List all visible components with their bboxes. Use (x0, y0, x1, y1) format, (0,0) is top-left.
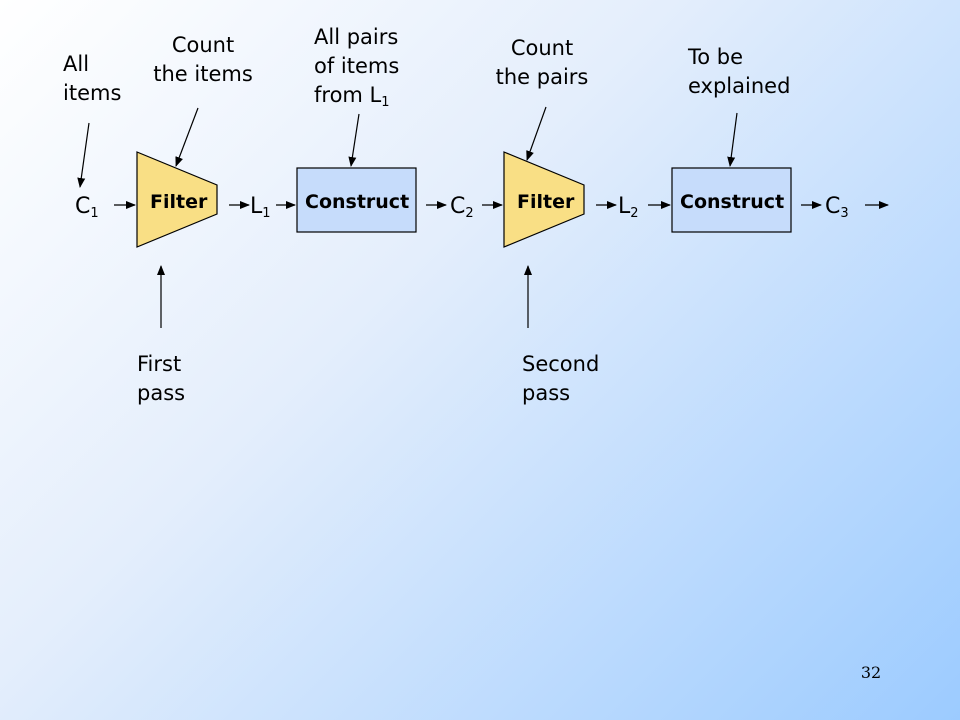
symbol-c2: C2 (450, 194, 474, 221)
page-number: 32 (860, 663, 882, 682)
annotation-count-items: Count the items (153, 33, 253, 86)
annotation-second-pass: Second pass (522, 352, 600, 405)
annotation-to-be-explained: To be explained (688, 45, 791, 98)
symbol-c3: C3 (825, 194, 849, 221)
annotation-all-items: All items (63, 52, 122, 105)
symbol-l1: L1 (250, 194, 271, 221)
construct-2-shape (671, 167, 792, 233)
annotation-all-pairs: All pairs of items from L1 (314, 25, 400, 110)
filter-1-shape (136, 151, 218, 248)
construct-1-shape (296, 167, 417, 233)
annotation-first-pass: First pass (137, 352, 186, 405)
arrow-count-items (175, 107, 199, 167)
annotation-count-pairs: Count the pairs (495, 36, 589, 89)
arrow-all-items (77, 122, 90, 188)
construct-1-label: Construct (305, 191, 410, 213)
symbol-l2: L2 (618, 194, 639, 221)
construct-2-label: Construct (680, 191, 785, 213)
filter-2-label: Filter (517, 191, 575, 213)
arrow-to-be-explained (727, 112, 738, 167)
arrow-count-pairs (526, 106, 547, 161)
filter-1-label: Filter (150, 191, 208, 213)
arrow-all-pairs (348, 113, 360, 167)
symbol-c1: C1 (75, 194, 99, 221)
filter-2-shape (503, 151, 585, 248)
